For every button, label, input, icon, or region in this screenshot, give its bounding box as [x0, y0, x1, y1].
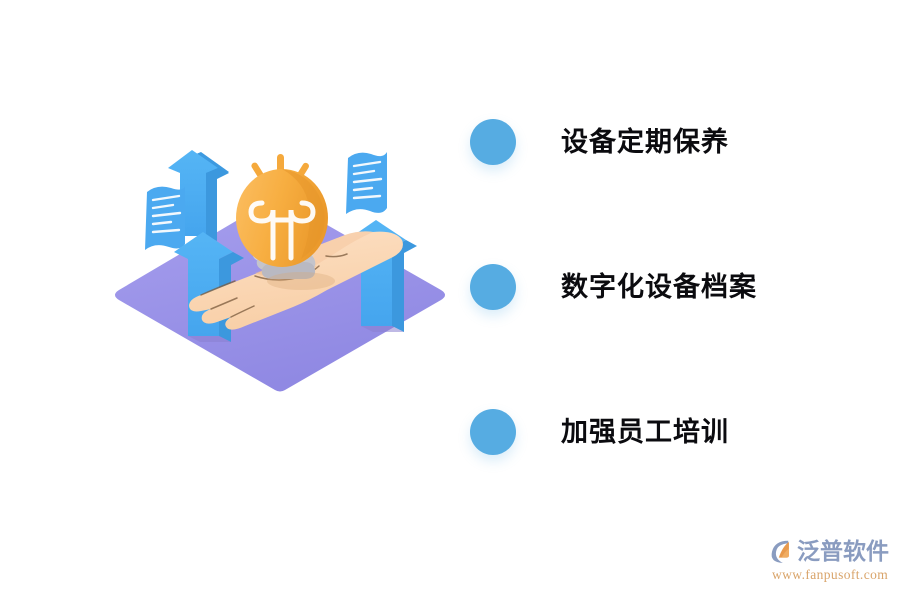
illustration-hand-holding-lightbulb [105, 140, 455, 400]
bullet-list: 设备定期保养 数字化设备档案 加强员工培训 [470, 100, 830, 490]
bulb-shadow [267, 272, 335, 290]
bullet-dot-icon [470, 264, 516, 310]
watermark-logo: 泛普软件 www.fanpusoft.com [768, 536, 892, 584]
paper-sheet-right [346, 152, 387, 214]
light-bulb [236, 169, 328, 267]
list-item[interactable]: 设备定期保养 [470, 112, 729, 172]
logo-url-text: www.fanpusoft.com [772, 567, 889, 582]
bullet-label: 设备定期保养 [561, 126, 729, 157]
paper-sheet-left [145, 186, 185, 250]
bullet-label: 加强员工培训 [561, 416, 729, 447]
bullet-label: 数字化设备档案 [561, 271, 757, 302]
list-item[interactable]: 数字化设备档案 [470, 257, 757, 317]
list-item[interactable]: 加强员工培训 [470, 402, 729, 462]
bullet-dot-icon [470, 409, 516, 455]
bullet-dot-icon [470, 119, 516, 165]
fanpu-logo-icon [771, 540, 789, 563]
logo-row: 泛普软件 [768, 536, 892, 566]
logo-brand-text: 泛普软件 [797, 537, 889, 564]
